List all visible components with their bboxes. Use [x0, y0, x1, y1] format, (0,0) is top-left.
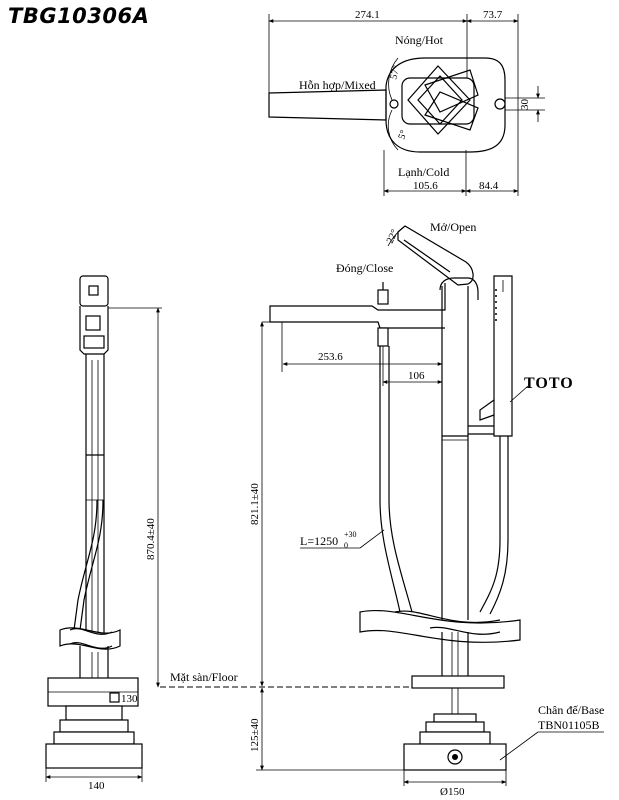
- dim-base-dia: Ø150: [440, 786, 465, 798]
- front-view: Mặt sàn/Floor 22° Mở/Open Đóng/Close 253…: [160, 220, 604, 798]
- dim-bottom-right: 84.4: [479, 180, 499, 192]
- label-cold: Lạnh/Cold: [398, 165, 449, 179]
- brand-label: TOTO: [524, 375, 574, 392]
- hose-length-value: L=1250: [300, 534, 338, 548]
- label-hot: Nóng/Hot: [395, 33, 444, 47]
- dim-top-left: 274.1: [355, 9, 380, 21]
- label-close: Đóng/Close: [336, 261, 393, 275]
- model-title: TBG10306A: [8, 4, 150, 28]
- hose-length: L=1250: [300, 534, 338, 548]
- angle-open: 22°: [385, 228, 401, 245]
- base-model: TBN01105B: [538, 718, 600, 732]
- angle-hot: 57°: [388, 64, 402, 80]
- dim-top-right: 73.7: [483, 9, 503, 21]
- dim-bottom-left: 105.6: [413, 180, 438, 192]
- dim-spout-253: 253.6: [318, 351, 343, 363]
- dim-side-30: 30: [519, 99, 531, 111]
- dim-width-140: 140: [88, 780, 105, 792]
- angle-cold: 5°: [396, 129, 409, 141]
- dim-handle-106: 106: [408, 370, 425, 382]
- dim-square-130: 130: [121, 693, 138, 705]
- label-open: Mở/Open: [430, 220, 476, 234]
- side-view: 130 140 870.4±40: [45, 275, 162, 792]
- dim-height-821: 821.1±40: [249, 483, 261, 525]
- top-view: 274.1 73.7 105.6 84.4 30 Nóng/Hot Hỗn hợ…: [268, 9, 545, 196]
- label-base: Chân đế/Base: [538, 703, 604, 717]
- dim-height-870: 870.4±40: [145, 518, 157, 560]
- dim-base-height: 125±40: [249, 718, 261, 752]
- hose-tol-upper: +30: [344, 530, 357, 539]
- label-floor: Mặt sàn/Floor: [170, 670, 238, 684]
- hose-tol-lower: 0: [344, 541, 348, 550]
- label-mixed: Hỗn hợp/Mixed: [299, 78, 376, 92]
